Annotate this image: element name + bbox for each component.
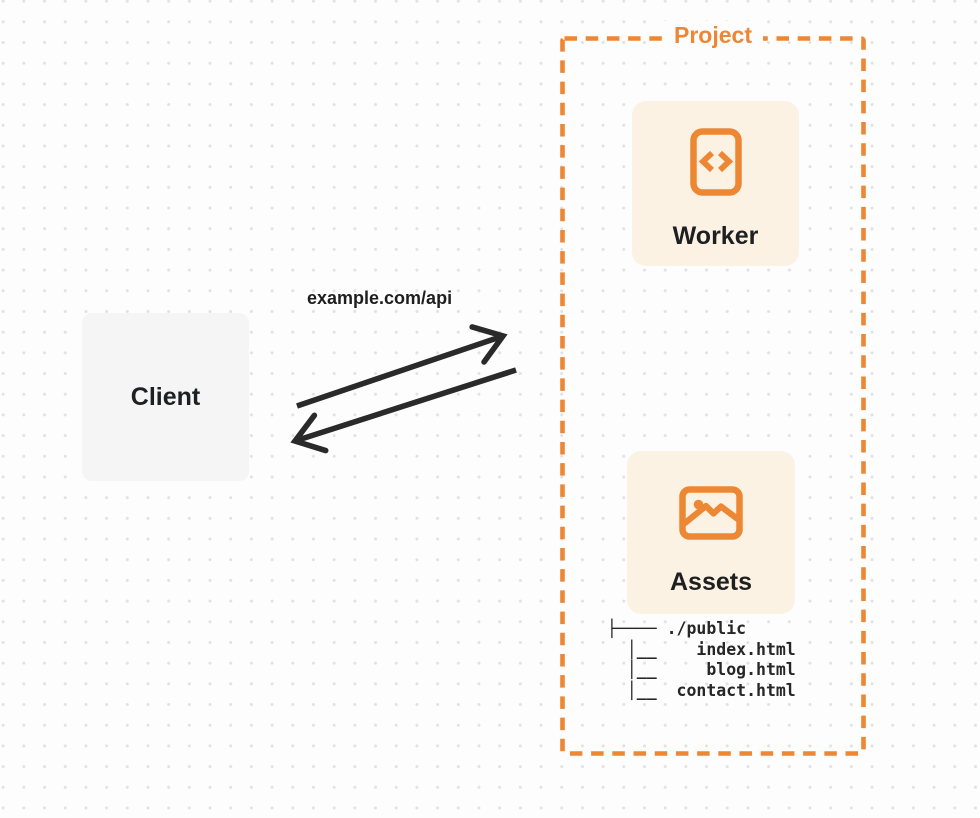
worker-label: Worker bbox=[672, 222, 759, 250]
request-url-label: example.com/api bbox=[307, 288, 453, 308]
assets-node: Assets bbox=[627, 451, 795, 614]
assets-file-tree: ├──── ./public │__ index.html │__ blog.h… bbox=[607, 619, 796, 700]
code-document-icon bbox=[689, 128, 742, 196]
assets-label: Assets bbox=[670, 568, 752, 596]
image-icon bbox=[679, 486, 743, 540]
project-title-wrap: Project bbox=[560, 21, 866, 49]
client-label: Client bbox=[130, 382, 201, 411]
client-node: Client bbox=[82, 313, 249, 481]
project-title: Project bbox=[663, 21, 763, 49]
response-arrow bbox=[290, 367, 517, 454]
request-arrow bbox=[296, 324, 508, 409]
worker-node: Worker bbox=[632, 101, 799, 266]
